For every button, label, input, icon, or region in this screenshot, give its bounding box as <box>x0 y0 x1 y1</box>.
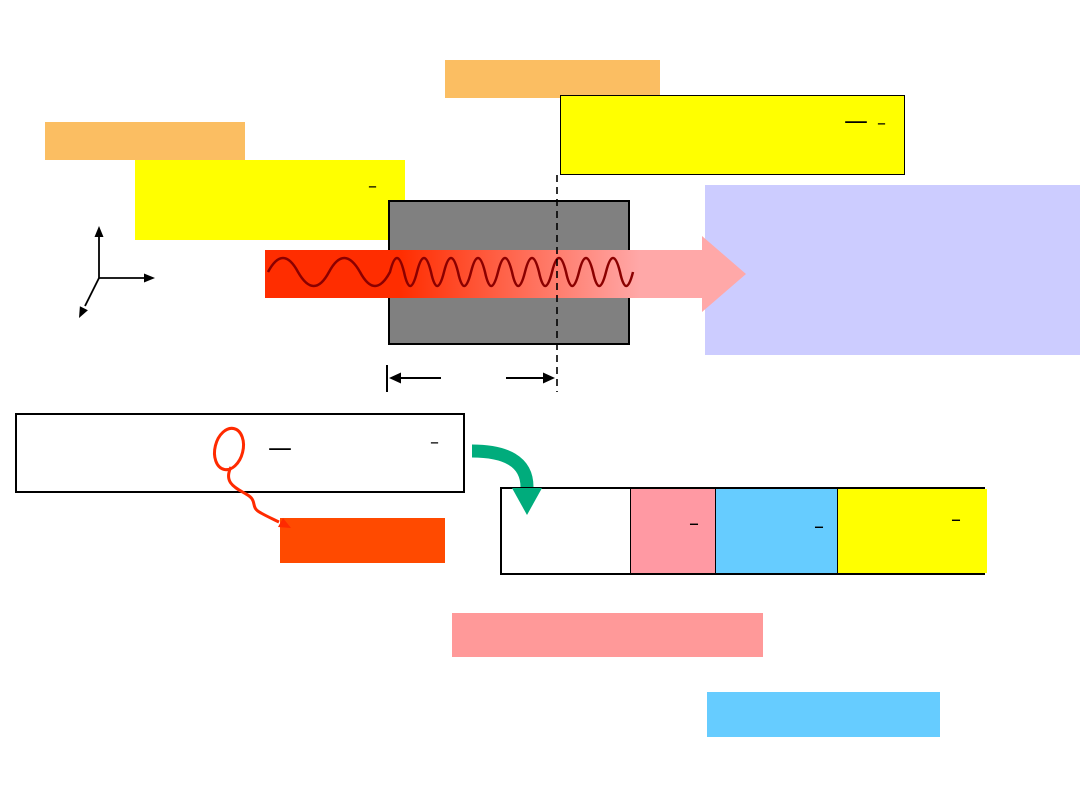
axis-vertical-arrowhead-icon <box>94 226 104 237</box>
highlight-bar-top-orange <box>445 60 660 98</box>
axis-diagonal <box>84 277 100 307</box>
highlight-bar-left-orange <box>45 122 245 160</box>
dash-mark: – <box>877 113 886 134</box>
dimension-left-arrowhead-icon <box>389 372 401 384</box>
segmented-legend-box: – – – <box>500 487 987 575</box>
dash-mark: – <box>951 507 961 531</box>
formula-box: — – <box>15 413 465 493</box>
gain-medium-box <box>388 200 630 345</box>
dimension-right-arrowhead-icon <box>543 372 555 384</box>
dash-mark: – <box>689 511 699 535</box>
highlight-bar-pink <box>452 613 763 657</box>
highlight-bar-blue <box>707 692 940 737</box>
segment-blue: – <box>715 489 837 573</box>
axis-diagonal-arrowhead-icon <box>79 306 88 318</box>
dash-mark: – <box>430 432 439 453</box>
segment-pink: – <box>630 489 715 573</box>
green-curved-arrow-shaft <box>471 444 534 488</box>
dash-mark: – <box>814 514 824 538</box>
segment-yellow: – <box>837 489 987 573</box>
orange-red-callout-box <box>280 518 445 563</box>
dash-mark: — <box>844 107 868 135</box>
dash-mark: – <box>368 176 377 197</box>
yellow-note-left: – <box>135 160 405 240</box>
output-region-box <box>705 185 1080 355</box>
axis-horizontal-arrowhead-icon <box>144 273 155 283</box>
yellow-note-top-right: — – <box>560 95 905 175</box>
dimension-arrows <box>386 365 555 392</box>
dash-mark: — <box>268 434 292 462</box>
